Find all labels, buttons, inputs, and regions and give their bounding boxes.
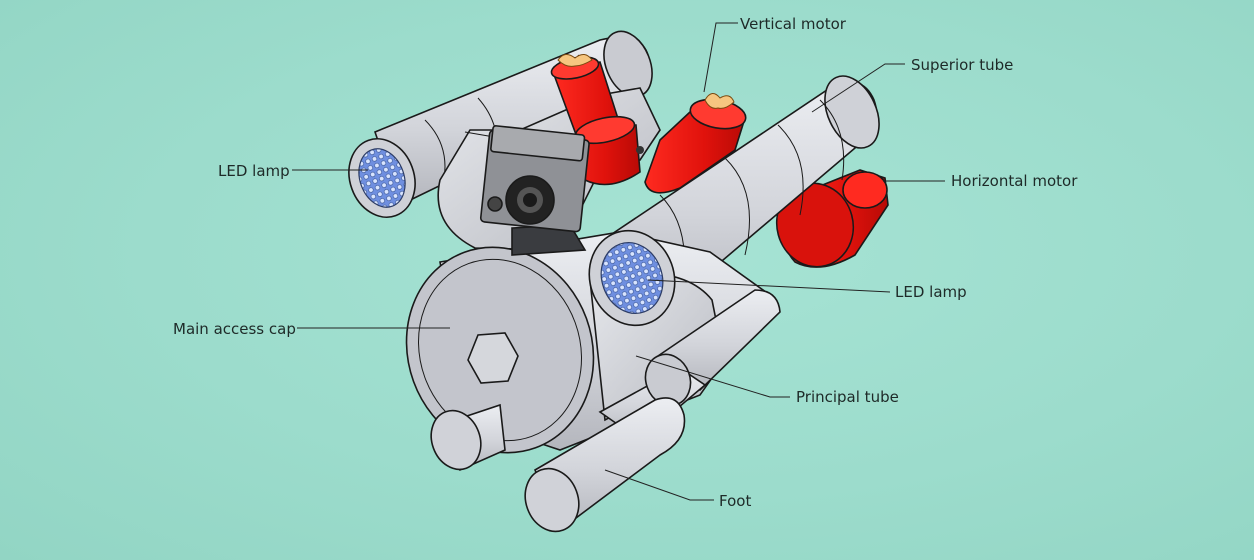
led-lamp-right (588, 229, 676, 327)
leader-vertical-motor (703, 22, 738, 93)
led-lamp-left (348, 138, 416, 218)
leader-lines (292, 22, 945, 501)
feet (430, 397, 686, 533)
label-horizontal-motor: Horizontal motor (951, 172, 1078, 190)
label-led-lamp-right: LED lamp (895, 283, 967, 301)
vertical-motor-center (644, 93, 747, 194)
vertical-motor-left (550, 54, 644, 186)
label-superior-tube: Superior tube (911, 56, 1014, 74)
leader-led-lamp-right (647, 279, 891, 293)
leader-principal-tube (635, 355, 790, 398)
label-led-lamp-left: LED lamp (218, 162, 290, 180)
horizontal-motor (775, 169, 889, 268)
label-main-access-cap: Main access cap (173, 320, 296, 338)
label-vertical-motor: Vertical motor (740, 15, 846, 33)
label-foot: Foot (719, 492, 752, 510)
label-principal-tube: Principal tube (796, 388, 899, 406)
leader-superior-tube (811, 63, 905, 113)
camera (479, 125, 590, 256)
leader-foot (604, 469, 714, 501)
